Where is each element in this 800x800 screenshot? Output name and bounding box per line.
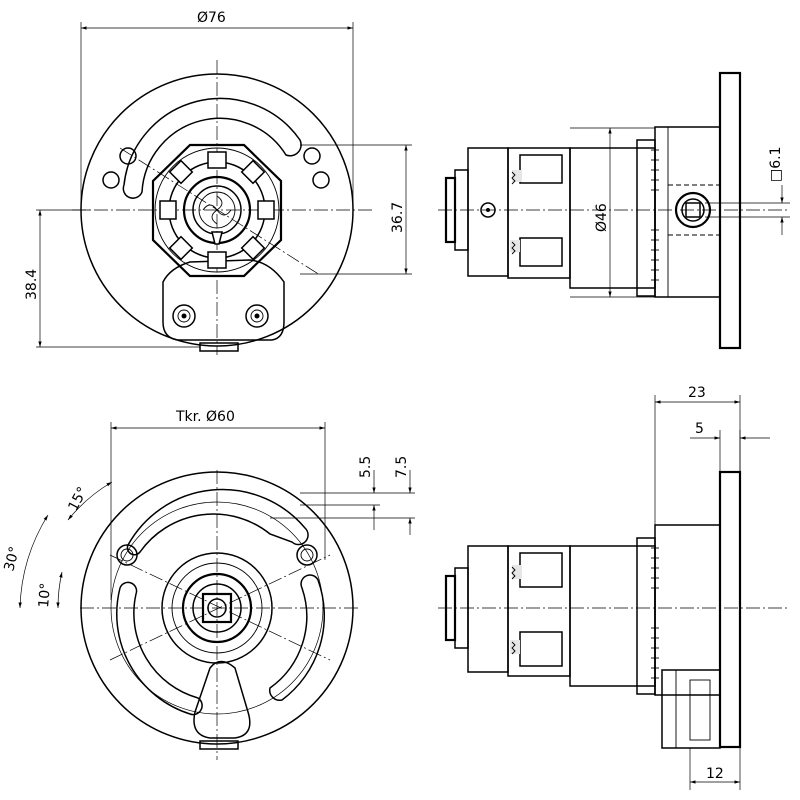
dim-depth-5: 5 — [690, 421, 770, 472]
label-depth-12: 12 — [706, 766, 724, 782]
label-shaft-diameter: Ø46 — [594, 203, 610, 232]
dim-depth-12: 12 — [689, 748, 741, 790]
knurl-pattern — [651, 149, 659, 281]
dim-height-36-7: 36.7 — [300, 144, 412, 275]
label-offset-7-5: 7.5 — [394, 456, 410, 478]
label-depth-23: 23 — [688, 385, 706, 401]
dim-offsets: 5.5 7.5 — [270, 456, 415, 535]
side-view-top — [438, 71, 790, 350]
label-angle-15: 15° — [65, 484, 91, 513]
label-square-drive: □6.1 — [768, 147, 784, 183]
side-view-bottom — [438, 470, 790, 749]
label-height-36-7: 36.7 — [390, 202, 406, 233]
dim-angles: 15° 30° 10° — [1, 481, 113, 608]
label-offset-5-5: 5.5 — [358, 456, 374, 478]
dim-square-6-1: □6.1 — [705, 147, 790, 235]
dim-depth-23: 23 — [654, 385, 741, 525]
dim-diameter-76: Ø76 — [80, 10, 354, 210]
label-angle-10: 10° — [36, 582, 54, 608]
knurl-pattern-bottom — [651, 547, 659, 679]
label-depth-5: 5 — [695, 421, 704, 437]
front-view-top — [72, 60, 372, 355]
dim-diameter-46: Ø46 — [570, 127, 655, 298]
label-height-38-4: 38.4 — [24, 269, 40, 300]
rear-view-bottom — [80, 470, 360, 760]
dim-bolt-circle-60: Tkr. Ø60 — [110, 409, 326, 600]
label-bolt-circle: Tkr. Ø60 — [175, 409, 235, 425]
label-angle-30: 30° — [1, 545, 23, 573]
dim-height-38-4: 38.4 — [24, 209, 200, 348]
label-top-diameter: Ø76 — [197, 10, 226, 26]
gear-teeth — [159, 151, 275, 269]
